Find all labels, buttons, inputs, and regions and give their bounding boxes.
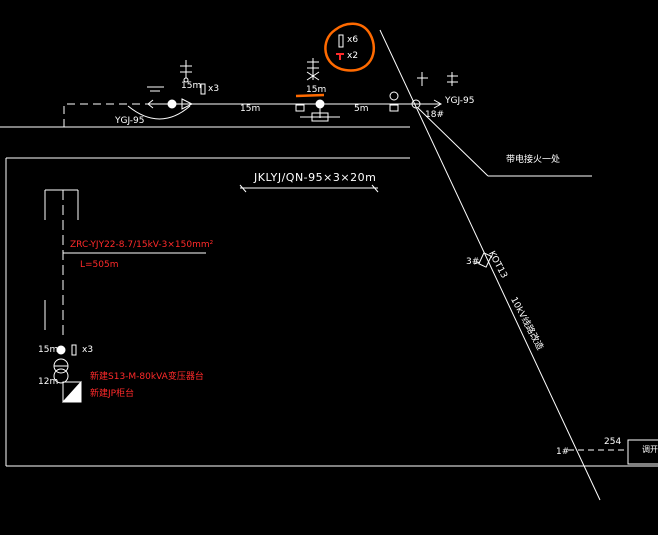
transformer-mult: x3 [82,345,94,355]
transformer-height: 12m [38,377,59,387]
transformer-label-2: 新建JP柜台 [90,389,135,399]
mult-circle-b: x2 [347,51,359,61]
dimension-tick-right [371,184,379,193]
transformer-pole-node [56,345,66,355]
highlight-underline [295,93,325,98]
dist-254: 254 [604,437,622,447]
annotation-branch: 带电接火一处 [506,155,561,165]
pole-1-label: 1# [556,447,570,457]
pole-node-left [167,99,177,109]
arrow-triangle-left [181,98,194,110]
transformer-span: 15m [38,345,59,355]
switch-symbol-middle [306,58,320,81]
switch-3-symbol [473,252,492,268]
dimension-tick-left [239,184,247,193]
span-c: 5m [354,104,369,114]
mult-circle-a: x6 [347,35,359,45]
device-box-right [389,104,399,112]
red-cable-length: L=505m [80,260,119,270]
pole-18-label: 18# [425,110,444,120]
highlight-circle [324,22,376,72]
arrow-head-right [433,99,443,109]
switch-symbol-right-a [417,72,428,86]
span-left: 15m [181,81,202,91]
span-a: 15m [240,104,261,114]
box-right-label: 调开关 [642,445,658,454]
existing-line-dashed [63,103,160,127]
arc-connection [127,105,191,120]
jp-cabinet-fill [61,380,82,403]
switch-symbol-top-left [180,60,192,83]
red-t-marker [336,53,344,60]
box-right [627,439,658,465]
insulator-transformer [71,344,77,356]
diagonal-line-main [379,29,601,501]
mult-left: x3 [208,84,220,94]
span-b: 15m [306,85,327,95]
arrow-head-left [147,99,154,109]
device-box-middle [295,104,305,112]
cable-label-left: YGJ-95 [115,116,145,126]
meter-circle [389,91,399,101]
diagonal-branch [417,107,489,177]
insulator-circled [338,34,344,48]
transformer-coil-bottom [53,368,69,384]
red-cable-label: ZRC-YJY22-8.7/15kV-3×150mm² [70,240,214,250]
switch-pole-label: 3# [466,257,480,267]
overhead-line-label: JKLYJ/QN-95×3×20m [254,171,377,184]
insulator-left [200,83,206,95]
switch-symbol-right-b [447,72,458,86]
transformer-label-1: 新建S13-M-80kVA变压器台 [90,372,204,382]
cable-label-right: YGJ-95 [445,96,475,106]
